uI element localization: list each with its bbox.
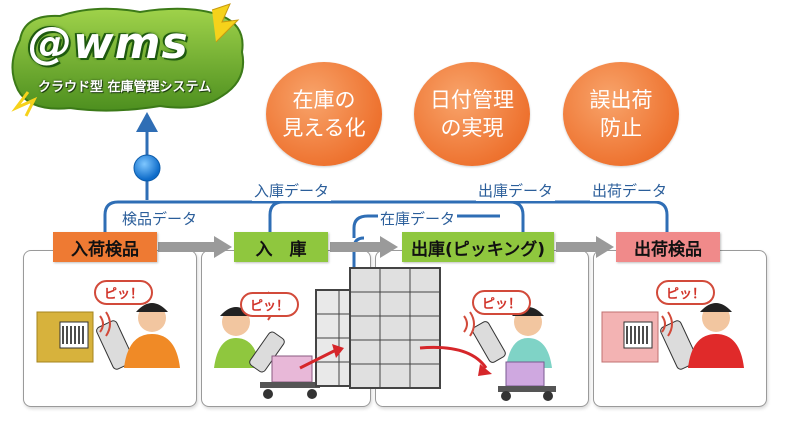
logo-cloud-shape [11,3,244,117]
beep-bubble: ピッ！ [472,290,532,315]
benefit-visibility: 在庫の 見える化 [266,62,382,166]
beep-bubble: ピッ！ [94,280,154,305]
flow-storage-data: 入庫データ [252,180,332,201]
benefit-date-management: 日付管理 の実現 [414,62,530,166]
receiving-illustration [36,303,180,370]
upload-arrow [133,112,161,200]
stage-shipping-inspection: 出荷検品 [616,232,720,262]
flow-shipping-data: 出庫データ [476,180,556,201]
stage-picking: 出庫(ピッキング) [402,232,554,262]
flow-inventory-data: 在庫データ [378,208,458,229]
beep-bubble: ピッ！ [240,292,300,317]
benefit-error-prevention: 誤出荷 防止 [563,62,679,166]
logo-wordmark: @wms [28,18,189,69]
shipping-illustration [601,303,744,370]
beep-bubble: ピッ！ [656,280,716,305]
logo-tagline: クラウド型 在庫管理システム [38,80,212,95]
stage-receiving-inspection: 入荷検品 [53,232,157,262]
flow-outbound-data: 出荷データ [590,180,670,201]
picking-illustration [349,267,556,401]
flow-inspection-data: 検品データ [120,208,200,229]
stage-storage: 入 庫 [234,232,328,262]
process-arrows [158,236,614,258]
